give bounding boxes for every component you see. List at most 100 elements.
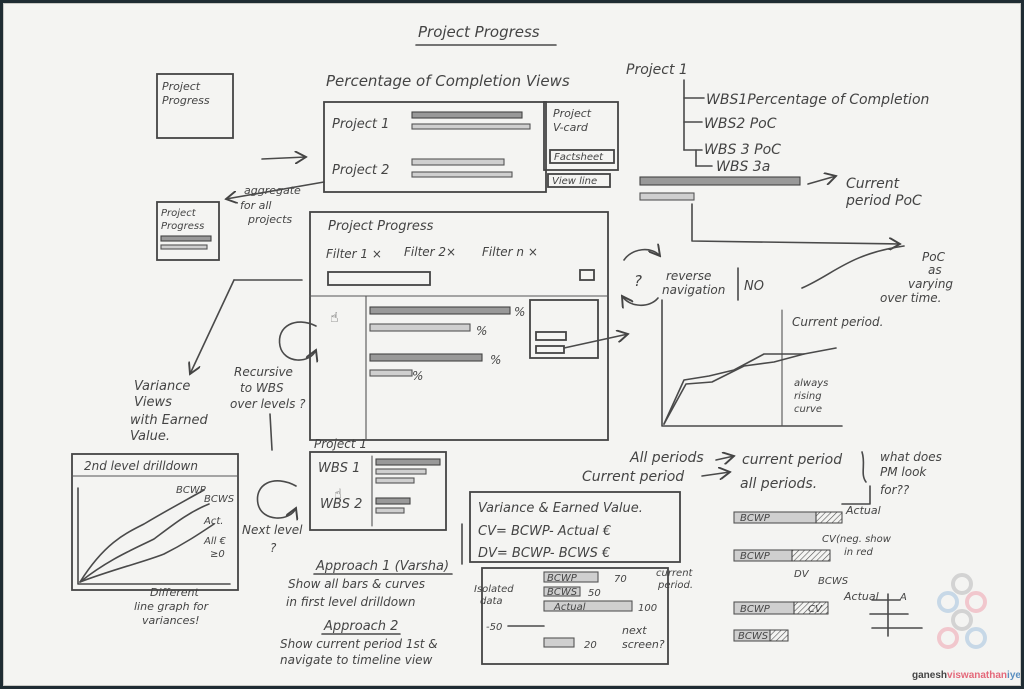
- series-label: Act.: [203, 516, 223, 527]
- bar-label: BCWP: [740, 513, 771, 524]
- aggregate-tile: [156, 201, 220, 261]
- rising-note: always: [794, 378, 828, 389]
- bar-label: Actual: [843, 590, 879, 603]
- variance-note: next: [622, 624, 647, 637]
- project-progress-panel: [309, 211, 609, 441]
- tree-node: WBS2 PoC: [704, 116, 777, 132]
- variance-note: screen?: [622, 638, 665, 651]
- factsheet-button[interactable]: [549, 149, 615, 164]
- watermark-part: ganesh: [912, 670, 948, 681]
- bar-value: 50: [588, 588, 601, 599]
- bar-label: BCWS: [738, 631, 769, 642]
- viewline-button[interactable]: [547, 173, 611, 188]
- factsheet-label: Factsheet: [554, 152, 604, 163]
- drilldown-note: variances!: [142, 614, 200, 627]
- drilldown-note: Different: [150, 586, 199, 599]
- percent-label: %: [412, 369, 423, 383]
- menu-icon[interactable]: [579, 269, 595, 281]
- filter-chip[interactable]: Filter 1 ×: [326, 247, 382, 261]
- dv-formula: DV= BCWP- BCWS €: [478, 546, 610, 561]
- periods-note: all periods.: [740, 476, 817, 492]
- periods-note: Current period: [582, 469, 684, 485]
- variance-views-note: Variance: [134, 379, 190, 394]
- vcard-label: V-card: [553, 121, 589, 134]
- tile-label: Project: [162, 80, 201, 93]
- variance-title: Variance & Earned Value.: [478, 501, 643, 516]
- hand-cursor-icon: ☝: [330, 310, 339, 326]
- series-label: BCWS: [204, 494, 235, 505]
- variance-views-note: Value.: [130, 429, 170, 444]
- vcard-label: Project: [553, 107, 592, 120]
- bar-label: BCWS: [547, 587, 578, 598]
- isolated-note: data: [480, 596, 503, 607]
- series-label: ≥0: [210, 549, 225, 560]
- pm-question: what does: [880, 450, 942, 464]
- bar-label: CV: [808, 604, 823, 615]
- search-field[interactable]: [327, 271, 431, 286]
- poc-time-note: varying: [908, 277, 953, 291]
- percent-label: %: [514, 305, 525, 319]
- variance-note: period.: [657, 580, 693, 591]
- completion-views-title: Percentage of Completion Views: [326, 72, 570, 90]
- current-poc-note: period PoC: [845, 193, 922, 209]
- bar-label: Actual: [553, 602, 586, 613]
- bar-note: (neg. show: [836, 534, 892, 545]
- project-label: Project 1: [332, 117, 389, 132]
- question-mark: ?: [634, 272, 642, 290]
- bar-label: BCWP: [740, 604, 771, 615]
- completion-views-panel: [323, 101, 547, 193]
- page-title: Project Progress: [418, 23, 540, 41]
- approach2-text: Show current period 1st &: [280, 637, 438, 651]
- bar-value: 100: [638, 603, 657, 614]
- isolated-note: Isolated: [474, 584, 514, 595]
- tree-node: WBS 3a: [716, 159, 770, 175]
- poc-time-note: PoC: [922, 250, 946, 264]
- approach2-text: navigate to timeline view: [280, 653, 433, 667]
- project-label: Project 2: [332, 163, 389, 178]
- recursive-note: to WBS: [240, 381, 284, 395]
- drilldown-panel: [71, 453, 239, 591]
- drilldown-title: 2nd level drilldown: [84, 459, 198, 473]
- rising-note: rising: [794, 391, 822, 402]
- tile-label: Progress: [161, 221, 204, 232]
- isolated-panel: [481, 567, 669, 665]
- next-level-note: ?: [270, 541, 277, 555]
- series-label: BCWP: [176, 485, 207, 496]
- wbs-list-panel: [309, 451, 447, 531]
- drilldown-note: line graph for: [134, 600, 210, 613]
- percent-label: %: [490, 353, 501, 367]
- bar-label: BCWP: [547, 573, 578, 584]
- aggregate-note: projects: [247, 213, 292, 226]
- filter-chip[interactable]: Filter n ×: [482, 245, 538, 259]
- next-level-note: Next level: [242, 523, 303, 537]
- bar-value: -50: [486, 622, 502, 633]
- periods-note: All periods: [629, 450, 704, 466]
- bar-label: Actual: [845, 504, 881, 517]
- watermark-text: ganeshviswanathaniyer: [912, 670, 1021, 681]
- bar-label: DV: [794, 569, 810, 580]
- approach1-title: Approach 1 (Varsha): [315, 559, 449, 574]
- approach1-text: in first level drilldown: [286, 595, 416, 609]
- series-label: All €: [203, 536, 227, 547]
- tree-node: WBS 3 PoC: [704, 142, 781, 158]
- bar-note: in red: [844, 547, 874, 558]
- variance-note: current: [656, 568, 694, 579]
- bar-label: BCWS: [818, 576, 849, 587]
- rising-note: curve: [794, 404, 822, 415]
- watermark-logo: [937, 573, 987, 649]
- reverse-nav-note: reverse: [666, 269, 711, 283]
- variance-views-note: with Earned: [130, 413, 208, 428]
- reverse-nav-note: navigation: [662, 283, 725, 297]
- approach2-title: Approach 2: [323, 619, 398, 634]
- bar-value: 70: [614, 574, 627, 585]
- aggregate-note: for all: [240, 199, 271, 212]
- filter-chip[interactable]: Filter 2×: [404, 245, 456, 259]
- wbs-label: WBS 1: [318, 461, 360, 476]
- watermark-part: viswanathan: [947, 670, 1008, 681]
- watermark-part: iyer: [1007, 670, 1021, 681]
- bar-label: BCWP: [740, 551, 771, 562]
- percent-label: %: [476, 324, 487, 338]
- pm-question: PM look: [880, 465, 927, 479]
- tree-root: Project 1: [626, 62, 688, 78]
- hand-cursor-icon: ☝: [334, 487, 342, 502]
